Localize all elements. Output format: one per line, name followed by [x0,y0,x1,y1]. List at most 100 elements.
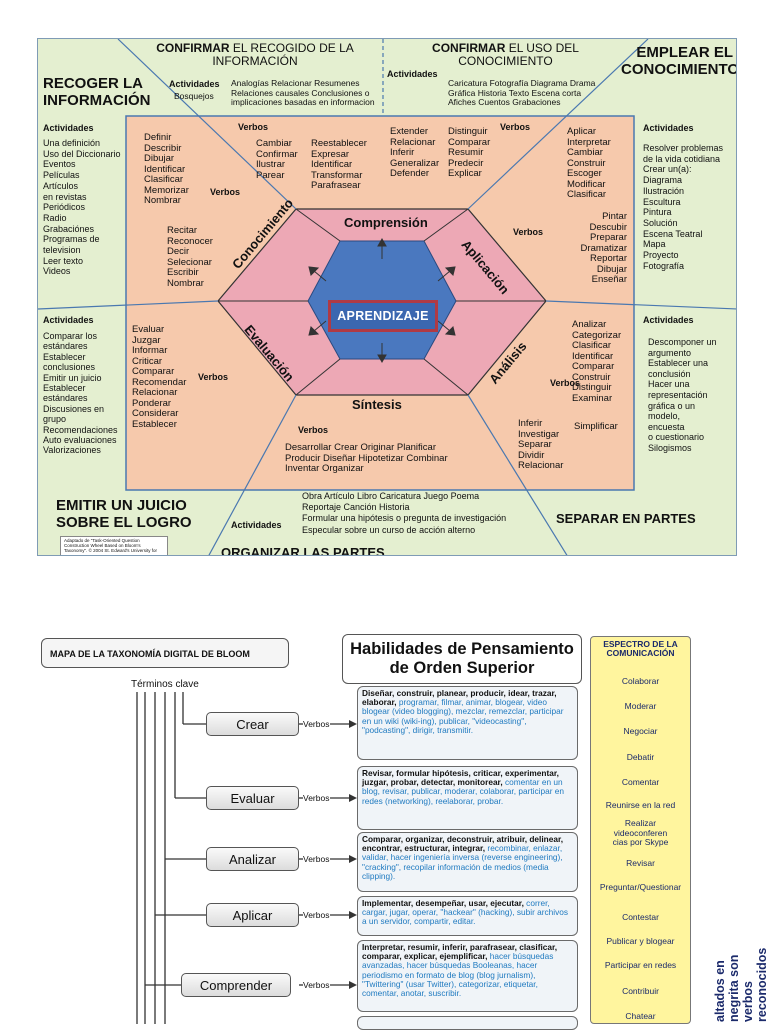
verbs-comprension-2: Reestablecer Expresar Identificar Transf… [311,138,367,191]
spectrum-item: Chatear [625,1011,656,1021]
credit-note: Adaptado de "Task-Oriented Question Cons… [60,536,168,555]
side-note: altados en negrita son verbos reconocido… [713,947,768,1022]
actividades-label: Actividades [43,315,94,325]
spectrum-item: Preguntar/Questionar [599,882,682,892]
verbs-analisis-2: Inferir Investigar Separar Dividir Relac… [518,418,564,471]
verbos-label: Verbos [198,372,229,382]
verbs-aplicacion-1: Aplicar Interpretar Cambiar Construir Es… [567,126,611,200]
section-comprension: Comprensión [344,215,428,230]
left-bottom-activities: Comparar los estándares Establecer concl… [43,331,118,456]
actividades-label: Actividades [231,520,282,530]
spectrum-item: Debatir [626,752,655,762]
confirmar-bold: CONFIRMAR [432,41,506,55]
confirmar-rest: EL RECOGIDO DE LA INFORMACIÓN [212,41,354,68]
verbs-comprension-4: Distinguir Comparar Resumir Predecir Exp… [448,126,491,179]
emplear-heading: EMPLEAR EL CONOCIMIENTO [621,44,737,78]
desc-bold: Diseñar, construir, planear, producir, i… [362,688,557,708]
verbos-label: Verbos [513,227,544,237]
desc-digital: recombinar, enlazar, validar, hacer inge… [362,843,563,881]
desc-digital: programar, filmar, animar, blogear, vide… [362,697,564,735]
verbs-analisis-simplificar: Simplificar [574,421,618,432]
communication-spectrum: ESPECTRO DE LA COMUNICACIÓN Colaborar Mo… [590,636,691,1024]
actividades-label: Actividades [387,69,438,79]
desc-aplicar: Implementar, desempeñar, usar, ejecutar,… [357,896,578,936]
recoger-heading: RECOGER LA INFORMACIÓN [43,75,151,109]
spectrum-title: ESPECTRO DE LA COMUNICACIÓN [603,639,678,658]
level-crear: Crear [206,712,299,736]
level-aplicar: Aplicar [206,903,299,927]
spectrum-item: Contribuir [622,986,659,996]
digital-bloom-map: MAPA DE LA TAXONOMÍA DIGITAL DE BLOOM Ha… [33,632,768,1030]
desc-crear: Diseñar, construir, planear, producir, i… [357,686,578,760]
desc-evaluar: Revisar, formular hipótesis, criticar, e… [357,766,578,830]
verbos-label: Verbos [500,122,531,132]
spectrum-item: Colaborar [621,676,660,686]
bottom-activities: Obra Artículo Libro Caricatura Juego Poe… [302,491,507,535]
right-activities: Resolver problemas de la vida cotidiana … [643,143,724,271]
desc-recordar-partial [357,1016,578,1030]
section-sintesis: Síntesis [352,397,402,412]
desc-comprender: Interpretar, resumir, inferir, parafrase… [357,940,578,1012]
right-bottom-activities: Descomponer un argumento Establecer una … [648,337,717,453]
top-left-activities: Analogías Relacionar Resumenes Relacione… [231,78,375,107]
confirmar-bold: CONFIRMAR [156,41,230,55]
bosquejos-label: Bosquejos [174,91,214,101]
top-right-activities: Caricatura Fotografía Diagrama Drama Grá… [448,78,596,107]
terminos-clave-label: Términos clave [131,679,199,690]
center-aprendizaje: APRENDIZAJE [328,300,438,332]
actividades-label: Actividades [169,79,220,89]
spectrum-item: Realizar videoconferen cias por Skype [612,818,669,847]
verbs-comprension-1: Cambiar Confirmar Ilustrar Parear [256,138,298,181]
spectrum-item: Contestar [622,912,659,922]
desc-digital: hacer búsquedas avanzadas, hacer búsqued… [362,951,554,999]
left-activities: Una definición Uso del Diccionario Event… [43,138,121,277]
spectrum-item: Revisar [626,858,655,868]
verbs-comprension-3: Extender Relacionar Inferir Generalizar … [390,126,440,179]
actividades-label: Actividades [43,123,94,133]
spectrum-item: Publicar y blogear [606,936,675,946]
desc-bold: Implementar, desempeñar, usar, ejecutar, [362,898,524,908]
confirmar-rest: EL USO DEL CONOCIMIENTO [458,41,579,68]
verbs-conocimiento-2: Recitar Reconocer Decir Selecionar Escri… [167,225,213,289]
verbos-label: Verbos [298,425,329,435]
verbos-label: Verbos [303,910,330,920]
spectrum-item: Participar en redes [604,960,677,970]
taxonomy-map-title: MAPA DE LA TAXONOMÍA DIGITAL DE BLOOM [41,638,289,668]
spectrum-item: Negociar [623,726,658,736]
verbs-aplicacion-2: Pintar Descubir Preparar Dramatizar Repo… [580,211,627,285]
hots-title: Habilidades de Pensamiento de Orden Supe… [342,634,582,684]
organizar-heading: ORGANIZAR LAS PARTES [221,545,385,556]
desc-analizar: Comparar, organizar, deconstruir, atribu… [357,832,578,892]
bloom-wheel-diagram: CONFIRMAR EL RECOGIDO DE LA INFORMACIÓN … [37,38,737,556]
level-comprender: Comprender [181,973,291,997]
verbos-label: Verbos [303,719,330,729]
desc-bold: Revisar, formular hipótesis, criticar, e… [362,768,559,788]
actividades-label: Actividades [643,123,694,133]
confirmar-uso-heading: CONFIRMAR EL USO DEL CONOCIMIENTO [413,42,598,68]
level-analizar: Analizar [206,847,299,871]
spectrum-item: Moderar [624,701,657,711]
desc-digital: correr, cargar, jugar, operar, "hackear"… [362,898,569,927]
desc-bold: Comparar, organizar, deconstruir, atribu… [362,834,564,854]
tree-connectors [136,692,357,1024]
verbs-conocimiento-1: Definir Describir Dibujar Identificar Cl… [144,132,189,206]
verbs-evaluacion: Evaluar Juzgar Informar Criticar Compara… [132,324,187,430]
actividades-label: Actividades [643,315,694,325]
verbos-label: Verbos [550,378,581,388]
verbos-label: Verbos [238,122,269,132]
verbos-label: Verbos [303,793,330,803]
wheel-background [38,39,736,555]
separar-heading: SEPARAR EN PARTES [556,511,696,526]
spectrum-item: Reunirse en la red [605,800,676,810]
verbos-label: Verbos [210,187,241,197]
verbs-analisis-1: Analizar Categorizar Clasificar Identifi… [572,319,622,404]
emitir-heading: EMITIR UN JUICIO SOBRE EL LOGRO [56,497,192,531]
verbos-label: Verbos [303,980,330,990]
desc-digital: comentar en un blog, revisar, publicar, … [362,777,564,806]
spectrum-item: Comentar [621,777,660,787]
desc-bold: Interpretar, resumir, inferir, parafrase… [362,942,558,962]
confirmar-recogido-heading: CONFIRMAR EL RECOGIDO DE LA INFORMACIÓN [150,42,360,68]
verbs-sintesis: Desarrollar Crear Originar Planificar Pr… [285,442,448,474]
verbos-label: Verbos [303,854,330,864]
level-evaluar: Evaluar [206,786,299,810]
